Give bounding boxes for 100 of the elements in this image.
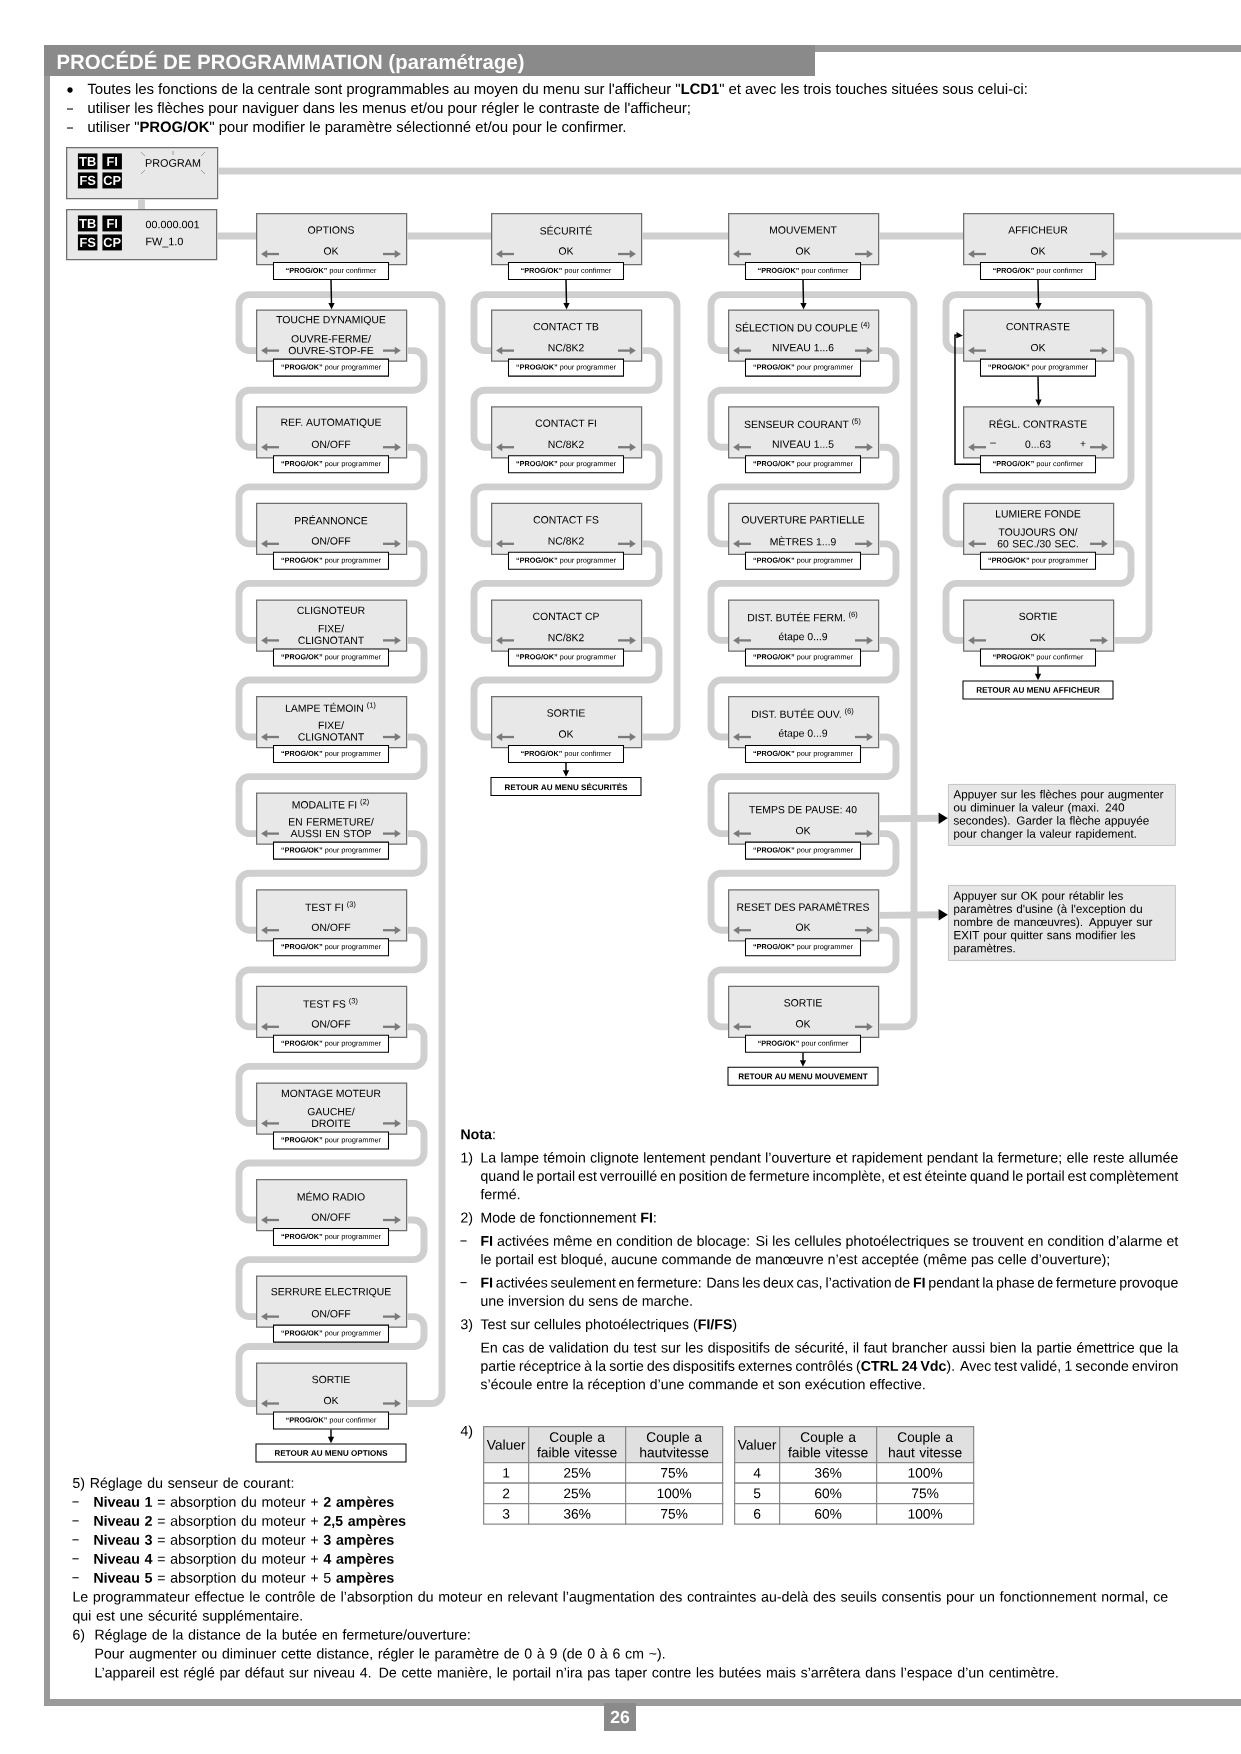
connector-line — [707, 443, 900, 548]
menu-box: OUVERTURE PARTIELLE MÈTRES 1...9 — [728, 502, 880, 556]
connector-line — [1114, 232, 1241, 240]
connector-line — [235, 733, 428, 838]
connector-line — [470, 636, 663, 741]
menu-box: LAMPE TÉMOIN $^{(1)}$ FIXE/ CLIGNOTANT — [256, 696, 408, 749]
connector-line — [707, 830, 900, 934]
menu-box: CONTACT CP NC/8K2 — [491, 599, 643, 652]
menu-box: CONTACT FI NC/8K2 — [491, 406, 643, 459]
note-text: Niveau 3 = absorption du moteur + 3 ampères — [94, 1534, 394, 1548]
menu-box: SENSEUR COURANT $^{(5)}$ NIVEAU 1...5 — [728, 406, 880, 459]
note-text: En cas de validation du test sur les dispositifs de sécurité, il faut brancher aussi bien la partie émettrice que la partie réceptrice à la sortie des dispositifs externes contrôlés (CTRL 24 Vdc). Avec test validé, 1 seconde environ s’écoule entre la réception d’une commande et son exécution effective. — [480, 1342, 1179, 1393]
menu-box: MODALITE FI $^{(2)}$ EN FERMETURE/ AUSSI EN STOP — [256, 792, 408, 845]
connector-line — [707, 347, 900, 451]
table-cell: 100% — [876, 1503, 975, 1525]
connector-line — [707, 291, 918, 1031]
display-box: TB FI FS CP PROGRAM — [66, 147, 219, 200]
menu-box: SORTIE OK — [728, 985, 880, 1039]
connector-line — [235, 1313, 428, 1407]
table-cell: 75% — [625, 1462, 724, 1484]
title-bar: PROCÉDÉ DE PROGRAMMATION (paramétrage) — [44, 45, 815, 76]
menu-box: SORTIE OK — [963, 599, 1115, 652]
menu-box: SORTIE OK — [491, 696, 643, 749]
connector-line — [235, 1119, 428, 1224]
table-cell: 1 — [483, 1462, 530, 1484]
display-box: TB FI FS CP 00.000.001 FW_1.0 — [66, 209, 218, 261]
table-cell: Couple a hautvitesse — [625, 1426, 724, 1464]
note-number: 4) — [460, 1425, 473, 1439]
note-text: FI activées seulement en fermeture: Dans les deux cas, l’activation de FI pendant la phase de fermeture provoque une inversion du sens de marche. — [481, 1277, 1178, 1306]
connector-line — [470, 347, 663, 451]
connector-line — [470, 291, 681, 741]
note-text: Niveau 1 = absorption du moteur + 2 ampères — [94, 1496, 394, 1510]
menu-box: CLIGNOTEUR FIXE/ CLIGNOTANT — [256, 599, 408, 652]
intro-text: utiliser les flèches pour naviguer dans les menus et/ou pour régler le contraste de l'afficheur; — [88, 102, 690, 116]
display-indicator: CP — [102, 234, 122, 251]
menu-box: SERRURE ELECTRIQUE ON/OFF — [256, 1275, 408, 1328]
node-label: + — [1080, 441, 1086, 447]
connector-line — [235, 1216, 428, 1321]
connector-line — [470, 443, 663, 548]
note-text: Niveau 2 = absorption du moteur + 2,5 ampères — [94, 1515, 406, 1529]
note-text: 5) Réglage du senseur de courant: — [72, 1477, 294, 1491]
menu-box: DIST. BUTÉE OUV. $^{(6)}$ étape 0...9 — [728, 696, 880, 749]
return-box: RETOUR AU MENU OPTIONS — [255, 1443, 407, 1463]
table-cell: 4 — [734, 1462, 781, 1484]
note-box: Appuyer sur OK pour rétablir les paramètres d'usine (à l'exception du nombre de manœuvres). Appuyer sur EXIT pour quitter sans modifier les paramètres. — [948, 885, 1176, 961]
note-text: Réglage de la distance de la butée en fermeture/ouverture: — [95, 1629, 470, 1643]
menu-box: AFFICHEUR OK — [963, 213, 1115, 266]
menu-box: PRÉANNONCE ON/OFF — [256, 502, 408, 556]
connector-line — [942, 347, 1135, 548]
display-indicator: TB — [77, 215, 98, 232]
menu-box: CONTACT FS NC/8K2 — [491, 502, 643, 556]
note-number: 2) — [461, 1212, 473, 1226]
connector-line — [942, 291, 1153, 644]
table-cell: 100% — [876, 1462, 975, 1484]
table-cell: 5 — [734, 1482, 781, 1505]
menu-box: LUMIERE FONDE TOUJOURS ON/ 60 SEC./30 SEC. — [963, 502, 1115, 556]
display-indicator: FI — [102, 215, 122, 232]
connector-line — [235, 636, 428, 741]
table-cell: Couple a haut vitesse — [876, 1426, 975, 1464]
return-box: RETOUR AU MENU SÉCURITÉS — [490, 777, 642, 797]
menu-box: REF. AUTOMATIQUE ON/OFF — [256, 406, 408, 459]
note-text: Niveau 4 = absorption du moteur + 4 ampères — [94, 1553, 394, 1567]
connector-line — [707, 540, 900, 644]
connector-line — [235, 540, 428, 644]
display-indicator: FI — [102, 153, 122, 170]
note-text: Pour augmenter ou diminuer cette distance, régler le paramètre de 0 à 9 (de 0 à 6 cm ~). — [95, 1648, 665, 1662]
table-cell: 75% — [625, 1503, 724, 1525]
connector-line — [942, 540, 1135, 644]
node-label: RÉGL. CONTRASTE — [989, 418, 1087, 428]
note-text: Test sur cellules photoélectriques (FI/FS) — [480, 1318, 737, 1333]
menu-box: MONTAGE MOTEUR GAUCHE/ DROITE — [256, 1082, 408, 1135]
return-box: RETOUR AU MENU MOUVEMENT — [727, 1066, 879, 1086]
note-number: 1) — [461, 1152, 473, 1166]
display-indicator: TB — [77, 153, 98, 170]
note-heading: Nota: — [461, 1129, 495, 1140]
arrow — [954, 332, 981, 465]
table-cell: 100% — [625, 1482, 724, 1505]
node-label: 0...63 — [1025, 440, 1051, 448]
connector-line — [235, 830, 428, 934]
note-number: 3) — [460, 1318, 473, 1333]
page-number: 26 — [604, 1703, 636, 1731]
display-indicator: FS — [77, 172, 98, 189]
node-label: – — [990, 442, 996, 444]
intro-text: Toutes les fonctions de la centrale sont programmables au moyen du menu sur l'afficheur "LCD1" et avec les trois touches situées sous celui-ci: — [87, 83, 1027, 97]
table-cell: 3 — [483, 1503, 530, 1525]
connector-line — [235, 926, 428, 1031]
menu-box: SORTIE OK — [256, 1362, 408, 1415]
menu-box: MOUVEMENT OK — [728, 213, 880, 266]
note-text: Niveau 5 = absorption du moteur + 5 ampères — [94, 1572, 394, 1586]
menu-box: MÉMO RADIO ON/OFF — [256, 1179, 408, 1232]
menu-box: SÉCURITÉ OK — [491, 213, 643, 266]
menu-box: CONTRASTE OK — [963, 309, 1115, 362]
table-cell: Valuer — [483, 1426, 530, 1464]
menu-box: SÉLECTION DU COUPLE $^{(4)}$ NIVEAU 1...6 — [728, 309, 880, 362]
note-text: FI activées même en condition de blocage: Si les cellules photoélectriques se trouvent en condition d’alarme et le portail est bloqué, aucune commande de manœuvre n’est acceptée (même pas celle d’ouverture); — [481, 1235, 1179, 1268]
menu-box: OPTIONS OK — [256, 213, 408, 266]
note-text: L’appareil est réglé par défaut sur niveau 4. De cette manière, le portail n’ira pas taper contre les butées mais s’arrêtera dans l’espace d’un centimètre. — [95, 1667, 1058, 1681]
display-indicator: CP — [102, 172, 122, 189]
menu-box: RESET DES PARAMÈTRES OK — [728, 889, 880, 942]
connector-line — [707, 636, 900, 741]
